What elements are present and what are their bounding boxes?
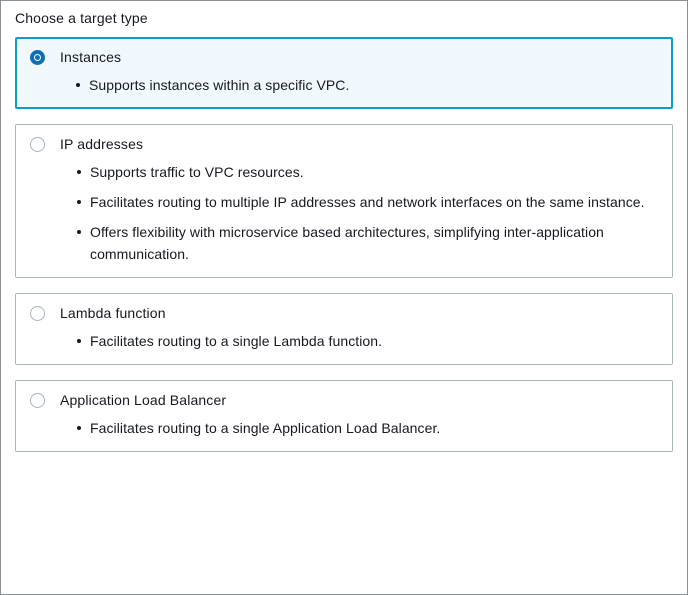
option-card-application-load-balancer[interactable]: Application Load Balancer Facilitates ro… — [15, 380, 673, 452]
radio-lambda-function[interactable] — [30, 306, 45, 321]
bullet-text: Facilitates routing to a single Applicat… — [90, 420, 441, 436]
option-header[interactable]: IP addresses — [28, 135, 660, 153]
list-item: Supports traffic to VPC resources. — [28, 161, 660, 183]
list-item: Supports instances within a specific VPC… — [28, 74, 660, 96]
option-label-application-load-balancer: Application Load Balancer — [60, 392, 227, 408]
bullet-dot-icon — [77, 170, 81, 174]
option-description-ip-addresses: Supports traffic to VPC resources. Facil… — [28, 161, 660, 265]
option-card-instances[interactable]: Instances Supports instances within a sp… — [15, 37, 673, 109]
option-description-lambda-function: Facilitates routing to a single Lambda f… — [28, 330, 660, 352]
radio-application-load-balancer[interactable] — [30, 393, 45, 408]
radio-instances[interactable] — [30, 50, 45, 65]
target-type-radio-group: Instances Supports instances within a sp… — [1, 27, 687, 452]
bullet-text: Supports traffic to VPC resources. — [90, 164, 304, 180]
bullet-text: Offers flexibility with microservice bas… — [90, 224, 604, 262]
option-card-ip-addresses[interactable]: IP addresses Supports traffic to VPC res… — [15, 124, 673, 278]
bullet-text: Facilitates routing to a single Lambda f… — [90, 333, 383, 349]
option-description-application-load-balancer: Facilitates routing to a single Applicat… — [28, 417, 660, 439]
option-card-lambda-function[interactable]: Lambda function Facilitates routing to a… — [15, 293, 673, 365]
bullet-dot-icon — [77, 200, 81, 204]
option-description-instances: Supports instances within a specific VPC… — [28, 74, 660, 96]
bullet-dot-icon — [77, 230, 81, 234]
list-item: Facilitates routing to multiple IP addre… — [28, 191, 660, 213]
option-label-instances: Instances — [60, 49, 122, 65]
radio-ip-addresses[interactable] — [30, 137, 45, 152]
list-item: Offers flexibility with microservice bas… — [28, 221, 660, 265]
bullet-dot-icon — [77, 426, 81, 430]
option-header[interactable]: Application Load Balancer — [28, 391, 660, 409]
option-header[interactable]: Instances — [28, 48, 660, 66]
page-title: Choose a target type — [15, 10, 148, 26]
list-item: Facilitates routing to a single Applicat… — [28, 417, 660, 439]
bullet-dot-icon — [77, 339, 81, 343]
bullet-dot-icon — [76, 83, 80, 87]
bullet-text: Facilitates routing to multiple IP addre… — [90, 194, 645, 210]
option-label-ip-addresses: IP addresses — [60, 136, 144, 152]
option-header[interactable]: Lambda function — [28, 304, 660, 322]
list-item: Facilitates routing to a single Lambda f… — [28, 330, 660, 352]
bullet-text: Supports instances within a specific VPC… — [89, 77, 350, 93]
option-label-lambda-function: Lambda function — [60, 305, 166, 321]
